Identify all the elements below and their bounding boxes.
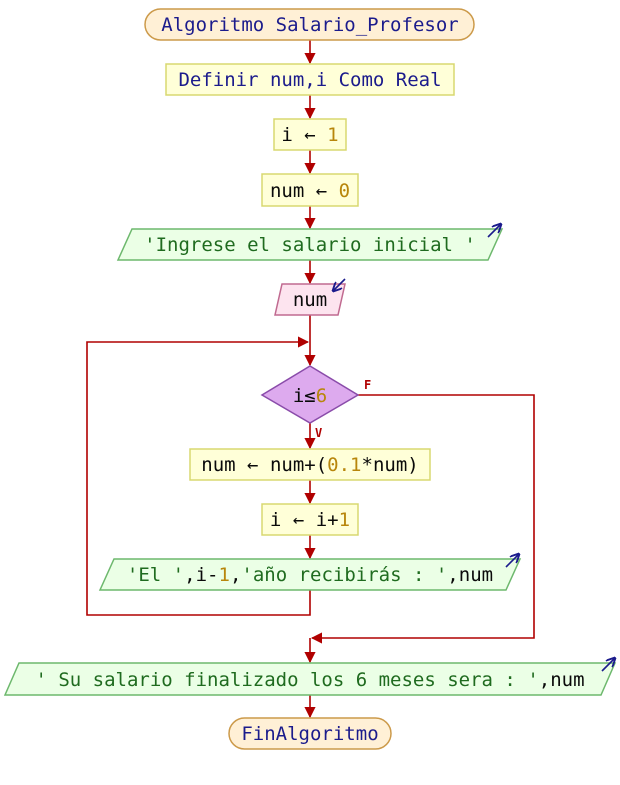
token: - bbox=[207, 564, 218, 586]
token: 0.1 bbox=[327, 454, 361, 476]
loop-output-label: 'El ',i-1,'año recibirás : ',num bbox=[127, 564, 493, 586]
loop-assign-i-process: i ← i+1 bbox=[261, 503, 359, 536]
token: , bbox=[230, 564, 241, 586]
token: ← bbox=[247, 454, 270, 476]
loop-assign-num-process: num ← num+(0.1*num) bbox=[189, 448, 431, 481]
token: +( bbox=[304, 454, 327, 476]
token: num bbox=[270, 180, 316, 202]
assign-i-label: i ← 1 bbox=[281, 124, 338, 146]
token: ← bbox=[316, 180, 339, 202]
input-num: num bbox=[274, 278, 346, 316]
token: * bbox=[361, 454, 372, 476]
token: , bbox=[447, 564, 458, 586]
final-output: ' Su salario finalizado los 6 meses sera… bbox=[3, 658, 615, 696]
assign-num-label: num ← 0 bbox=[270, 180, 350, 202]
input-arrow-icon bbox=[333, 278, 346, 291]
token: i bbox=[196, 564, 207, 586]
token: ' Su salario finalizado los 6 meses sera… bbox=[35, 669, 538, 691]
connectors bbox=[86, 40, 535, 719]
token: num bbox=[550, 669, 584, 691]
token: ← bbox=[293, 509, 316, 531]
false-branch-label: F bbox=[364, 378, 371, 392]
token: , bbox=[184, 564, 195, 586]
decision-condition: i≤6 F V bbox=[260, 365, 371, 440]
token: , bbox=[539, 669, 550, 691]
final-output-label: ' Su salario finalizado los 6 meses sera… bbox=[35, 669, 584, 691]
token: num bbox=[270, 454, 304, 476]
token: 1 bbox=[339, 509, 350, 531]
input-num-label: num bbox=[293, 289, 327, 311]
output-prompt-label: 'Ingrese el salario inicial ' bbox=[144, 234, 476, 256]
start-terminal: Algoritmo Salario_Profesor bbox=[144, 8, 475, 41]
true-branch-label: V bbox=[315, 426, 322, 440]
token: num bbox=[459, 564, 493, 586]
token: 6 bbox=[316, 385, 327, 407]
end-terminal: FinAlgoritmo bbox=[228, 717, 392, 750]
loop-output: 'El ',i-1,'año recibirás : ',num bbox=[98, 554, 520, 591]
token: 'El ' bbox=[127, 564, 184, 586]
token: 'Ingrese el salario inicial ' bbox=[144, 234, 476, 256]
loop-output-arrow-icon bbox=[505, 554, 519, 568]
assign-i-process: i ← 1 bbox=[273, 118, 347, 151]
token: + bbox=[327, 509, 338, 531]
define-label: Definir num,i Como Real bbox=[178, 69, 441, 91]
define-process: Definir num,i Como Real bbox=[165, 63, 455, 96]
token: 1 bbox=[218, 564, 229, 586]
output-arrow-icon bbox=[487, 224, 501, 238]
token: ≤ bbox=[304, 385, 315, 407]
token: i bbox=[270, 509, 293, 531]
decision-label: i≤6 bbox=[293, 385, 327, 407]
start-label: Algoritmo Salario_Profesor bbox=[161, 14, 458, 36]
final-output-arrow-icon bbox=[601, 658, 615, 672]
end-label: FinAlgoritmo bbox=[241, 723, 378, 745]
assign-num-process: num ← 0 bbox=[261, 173, 359, 207]
token: i bbox=[281, 124, 304, 146]
token: ← bbox=[304, 124, 327, 146]
token: num bbox=[373, 454, 407, 476]
token: 0 bbox=[339, 180, 350, 202]
token: ) bbox=[407, 454, 418, 476]
token: Definir num,i Como Real bbox=[178, 69, 441, 91]
token: i bbox=[316, 509, 327, 531]
token: i bbox=[293, 385, 304, 407]
token: 'año recibirás : ' bbox=[241, 564, 447, 586]
token: 1 bbox=[327, 124, 338, 146]
loop-assign-i-label: i ← i+1 bbox=[270, 509, 350, 531]
output-prompt: 'Ingrese el salario inicial ' bbox=[116, 224, 502, 261]
token: num bbox=[201, 454, 247, 476]
loop-assign-num-label: num ← num+(0.1*num) bbox=[201, 454, 418, 476]
